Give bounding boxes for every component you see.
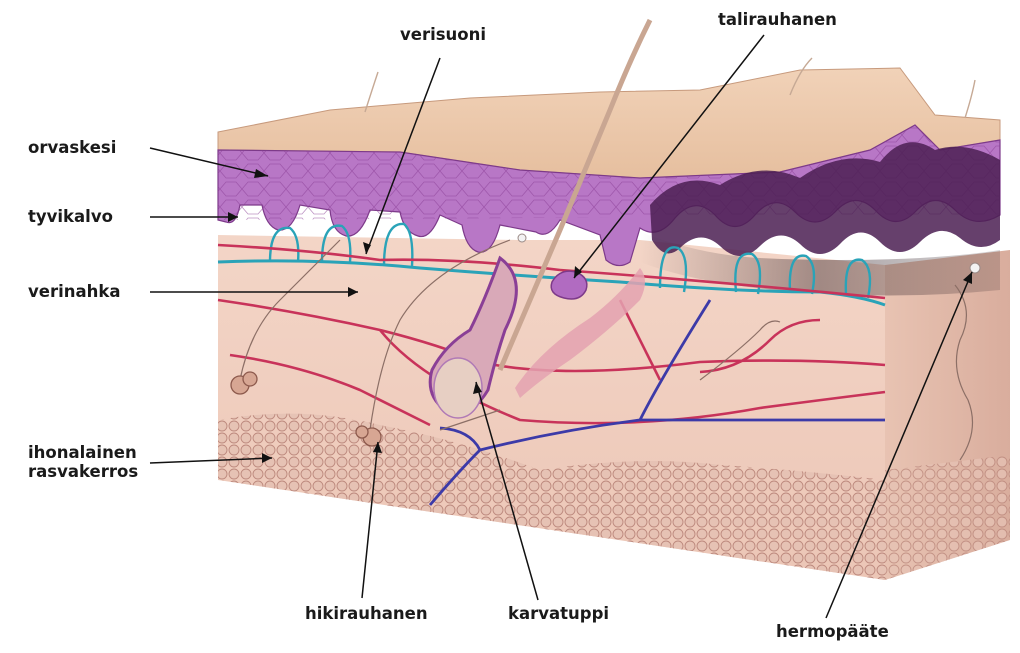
label-ihonalainen-line2: rasvakerros — [28, 462, 138, 481]
label-tyvikalvo: tyvikalvo — [28, 207, 113, 226]
label-verisuoni: verisuoni — [400, 25, 486, 44]
nerve-ending — [970, 263, 980, 273]
label-orvaskesi: orvaskesi — [28, 138, 116, 157]
label-talirauhanen: talirauhanen — [718, 10, 837, 29]
label-hikirauhanen: hikirauhanen — [305, 604, 428, 623]
sebaceous-gland — [551, 271, 587, 299]
label-verinahka: verinahka — [28, 282, 120, 301]
label-ihonalainen-line1: ihonalainen — [28, 443, 137, 462]
label-hermopaate: hermopääte — [776, 622, 889, 641]
label-karvatuppi: karvatuppi — [508, 604, 609, 623]
